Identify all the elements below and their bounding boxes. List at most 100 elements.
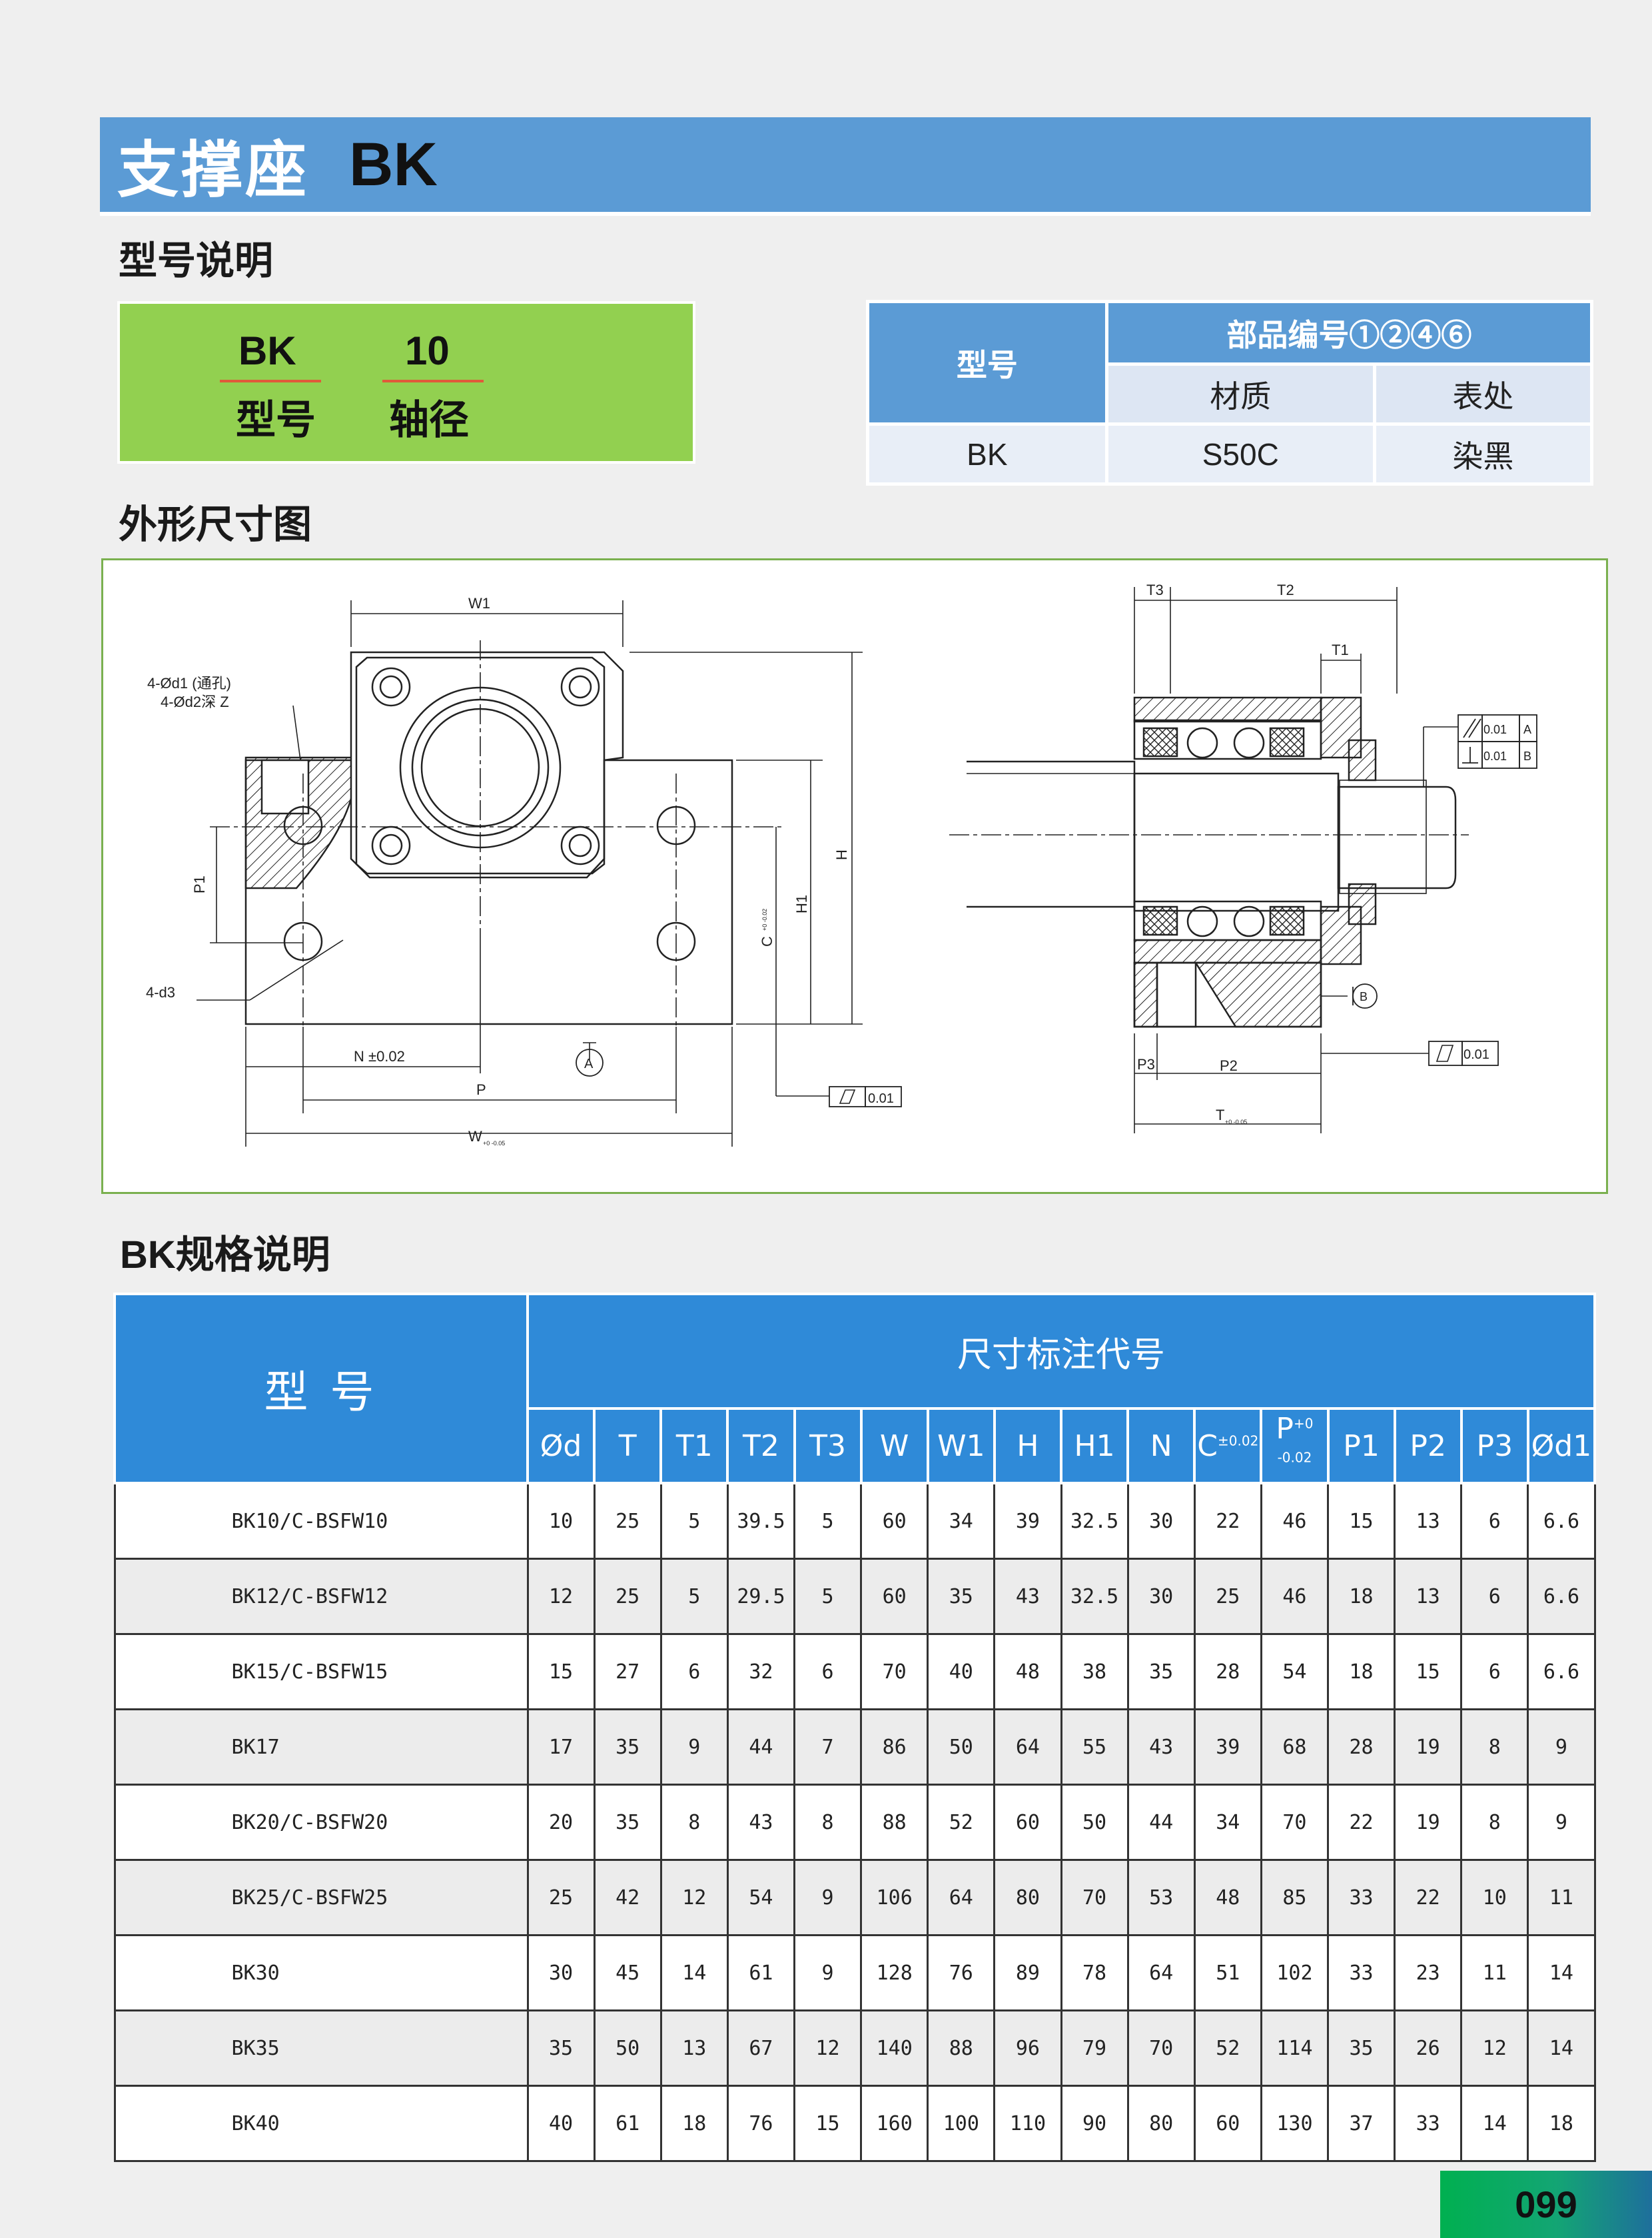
- spec-cell: 10: [526, 1482, 596, 1560]
- spec-cell: 9: [793, 1859, 863, 1936]
- spec-cell: 20: [526, 1784, 596, 1861]
- spec-cell: 33: [1326, 1934, 1396, 2011]
- spec-cell: 8: [659, 1784, 729, 1861]
- spec-cell: 8: [793, 1784, 863, 1861]
- spec-col-header-label: T3: [809, 1428, 846, 1463]
- label-N: N ±0.02: [354, 1048, 405, 1065]
- spec-col-header-1: T: [593, 1407, 663, 1484]
- spec-cell: 46: [1260, 1558, 1330, 1635]
- spec-cell: 5: [793, 1482, 863, 1560]
- page-title: 支撑座: [117, 134, 310, 206]
- spec-row-model: BK15/C-BSFW15: [113, 1633, 529, 1710]
- material-table-material-header: 材质: [1104, 362, 1376, 426]
- label-P2: P2: [1220, 1057, 1238, 1074]
- spec-cell: 25: [593, 1482, 662, 1560]
- spec-row-model: BK30: [113, 1934, 529, 2011]
- shaft-tip: [1337, 786, 1457, 889]
- shaft-size-underline: [382, 380, 484, 382]
- spec-cell: 76: [726, 2085, 796, 2162]
- model-code: BK: [238, 328, 296, 373]
- model-code-underline: [220, 380, 321, 382]
- spec-cell: 53: [1126, 1859, 1196, 1936]
- spec-cell: 12: [659, 1859, 729, 1936]
- spec-cell: 88: [927, 2009, 996, 2087]
- outline-drawing: W1 4-Ød1 (通孔) 4-Ød2深 Z P1 4-d3 N ±0.02 P…: [101, 558, 1608, 1194]
- page-title-code: BK: [349, 130, 438, 199]
- spec-cell: 25: [593, 1558, 662, 1635]
- spec-row-model: BK25/C-BSFW25: [113, 1859, 529, 1936]
- spec-col-header-9: N: [1126, 1407, 1196, 1484]
- label-T1: T1: [1332, 642, 1349, 658]
- spec-cell: 19: [1394, 1784, 1463, 1861]
- spec-cell: 64: [1126, 1934, 1196, 2011]
- shaft-size: 10: [405, 328, 450, 373]
- spec-cell: 90: [1060, 2085, 1129, 2162]
- label-W1: W1: [468, 595, 490, 612]
- label-hole1: 4-Ød1 (通孔): [147, 675, 231, 692]
- spec-col-header-label: P2: [1410, 1428, 1446, 1463]
- spec-cell: 11: [1460, 1934, 1529, 2011]
- label-W-tol: +0 -0.05: [483, 1140, 505, 1147]
- spec-cell: 60: [1193, 2085, 1262, 2162]
- spec-col-header-0: Ød: [526, 1407, 596, 1484]
- spec-cell: 60: [993, 1784, 1062, 1861]
- shaft-middle: [1133, 772, 1340, 912]
- spec-col-header-label: C: [1197, 1428, 1218, 1463]
- spec-col-header-label: T: [618, 1428, 637, 1463]
- spec-cell: 45: [593, 1934, 662, 2011]
- spec-cell: 5: [659, 1558, 729, 1635]
- section-spec: BK规格说明: [120, 1233, 330, 1277]
- spec-cell: 11: [1527, 1859, 1596, 1936]
- spec-cell: 64: [993, 1708, 1062, 1786]
- spec-cell: 114: [1260, 2009, 1330, 2087]
- spec-cell: 32.5: [1060, 1482, 1129, 1560]
- spec-c-tolerance: ±0.02: [1218, 1432, 1259, 1448]
- spec-cell: 28: [1326, 1708, 1396, 1786]
- spec-cell: 89: [993, 1934, 1062, 2011]
- spec-col-header-6: W1: [926, 1407, 996, 1484]
- label-H1: H1: [793, 895, 810, 913]
- spec-cell: 8: [1460, 1708, 1529, 1786]
- spec-cell: 86: [860, 1708, 929, 1786]
- label-C-tol: +0 -0.02: [761, 909, 768, 931]
- spec-col-header-label: P1: [1343, 1428, 1380, 1463]
- outline-drawing-svg: W1 4-Ød1 (通孔) 4-Ød2深 Z P1 4-d3 N ±0.02 P…: [146, 582, 1537, 1147]
- spec-col-header-label: Ød: [540, 1428, 582, 1463]
- title-banner: 支撑座 BK: [100, 117, 1591, 216]
- spec-cell: 55: [1060, 1708, 1129, 1786]
- spec-col-header-3: T2: [726, 1407, 796, 1484]
- spec-cell: 17: [526, 1708, 596, 1786]
- spec-cell: 6: [793, 1633, 863, 1710]
- spec-cell: 9: [1527, 1708, 1596, 1786]
- label-P1: P1: [191, 875, 208, 893]
- spec-cell: 106: [860, 1859, 929, 1936]
- spec-col-header-label: W: [879, 1428, 909, 1463]
- spec-cell: 60: [860, 1482, 929, 1560]
- spec-cell: 15: [1394, 1633, 1463, 1710]
- spec-cell: 39: [993, 1482, 1062, 1560]
- spec-cell: 18: [659, 2085, 729, 2162]
- spec-cell: 27: [593, 1633, 662, 1710]
- spec-cell: 80: [1126, 2085, 1196, 2162]
- spec-cell: 6: [1460, 1482, 1529, 1560]
- material-table-parts-header: 部品编号①②④⑥: [1104, 300, 1594, 366]
- spec-cell: 14: [659, 1934, 729, 2011]
- spec-col-header-8: H1: [1059, 1407, 1130, 1484]
- spec-cell: 50: [1060, 1784, 1129, 1861]
- spec-cell: 14: [1527, 2009, 1596, 2087]
- spec-cell: 35: [927, 1558, 996, 1635]
- spec-cell: 9: [659, 1708, 729, 1786]
- spec-cell: 34: [927, 1482, 996, 1560]
- spec-col-header-13: P2: [1393, 1407, 1463, 1484]
- label-P: P: [476, 1081, 486, 1098]
- label-T2: T2: [1277, 582, 1294, 598]
- spec-cell: 32: [726, 1633, 796, 1710]
- spec-cell: 70: [1260, 1784, 1330, 1861]
- spec-cell: 30: [1126, 1482, 1196, 1560]
- spec-group-header: 尺寸标注代号: [526, 1293, 1596, 1410]
- spec-cell: 160: [860, 2085, 929, 2162]
- spec-col-header-label: W1: [937, 1428, 985, 1463]
